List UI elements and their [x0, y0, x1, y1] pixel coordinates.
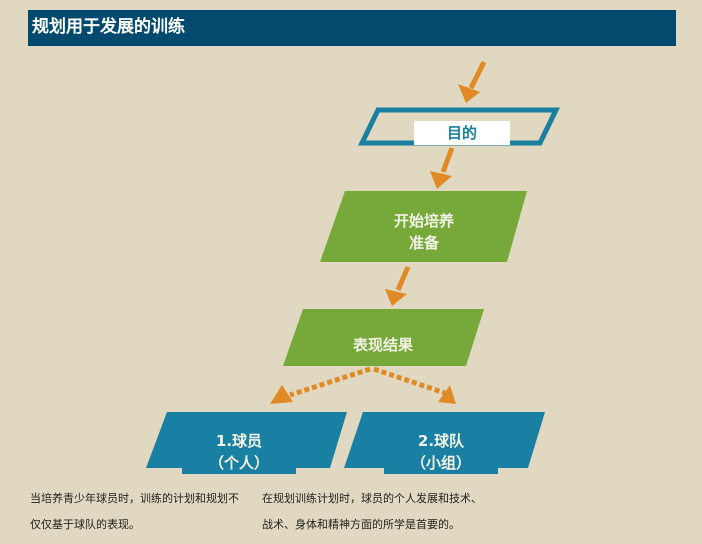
result-node-label: 表现结果	[352, 336, 413, 354]
goal-node-label: 目的	[414, 121, 510, 145]
start-node-label: 开始培养 准备	[374, 210, 474, 254]
footer-left-text: 当培养青少年球员时，训练的计划和规划不 仅仅基于球队的表现。	[30, 486, 260, 538]
arrow-start-to-result	[385, 266, 411, 306]
dotted-arrow-to-player	[270, 366, 371, 404]
page-title: 规划用于发展的训练	[32, 17, 185, 37]
start-node-label-line1: 开始培养	[393, 212, 454, 230]
result-node-shape	[283, 309, 484, 366]
footer-right-line2: 战术、身体和精神方面的所学是首要的。	[262, 518, 460, 531]
team-node-label: 2.球队 （小组）	[384, 430, 498, 474]
team-node-label-line1: 2.球队	[417, 432, 465, 450]
player-node-label: 1.球员 （个人）	[182, 430, 296, 474]
arrow-goal-to-start	[430, 147, 455, 189]
team-node-label-line2: （小组）	[410, 454, 471, 472]
footer-left-line2: 仅仅基于球队的表现。	[30, 518, 140, 531]
title-bar: 规划用于发展的训练	[28, 10, 676, 46]
player-node-label-line2: （个人）	[208, 454, 269, 472]
start-node-label-line2: 准备	[408, 234, 439, 252]
footer-left-line1: 当培养青少年球员时，训练的计划和规划不	[30, 492, 239, 505]
footer-right-line1: 在规划训练计划时，球员的个人发展和技术、	[262, 492, 482, 505]
footer-right-text: 在规划训练计划时，球员的个人发展和技术、 战术、身体和精神方面的所学是首要的。	[262, 486, 522, 538]
dotted-arrow-to-team	[373, 366, 456, 404]
start-node-shape	[320, 191, 527, 262]
goal-node-shape	[358, 107, 560, 146]
arrow-top-to-goal	[458, 60, 487, 103]
player-node-label-line1: 1.球员	[215, 432, 263, 450]
